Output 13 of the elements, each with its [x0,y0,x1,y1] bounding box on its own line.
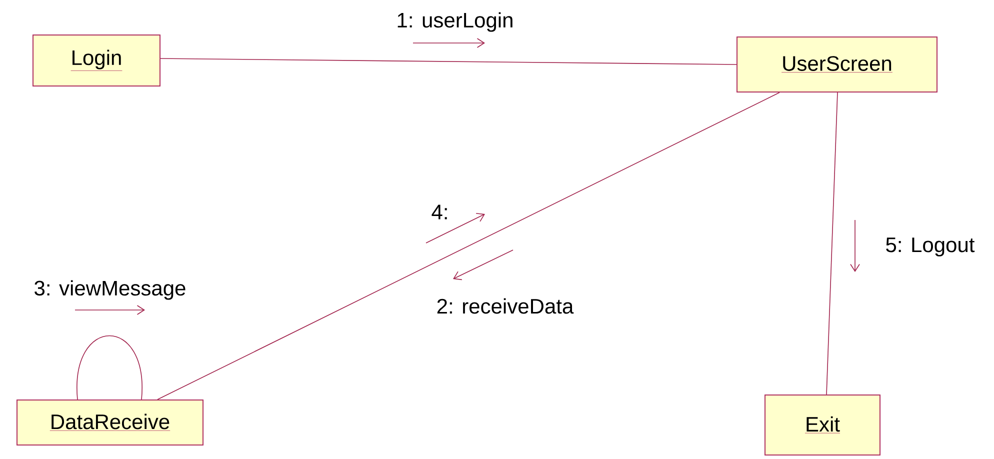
class-box: DataReceive [16,400,204,446]
class-box: Login [32,34,160,86]
message-label: 2: receiveData [437,298,574,314]
link-line [826,92,838,395]
link-line [160,58,737,65]
message-label: 1: userLogin [398,12,512,32]
link-line [157,92,780,400]
link-line [76,335,142,400]
class-box: Exit [764,394,880,456]
message-label: 3: viewMessage [34,280,186,300]
message-label: 4: [432,204,447,220]
class-box: UserScreen [736,36,938,92]
message-label: 5: Logout [886,238,975,256]
